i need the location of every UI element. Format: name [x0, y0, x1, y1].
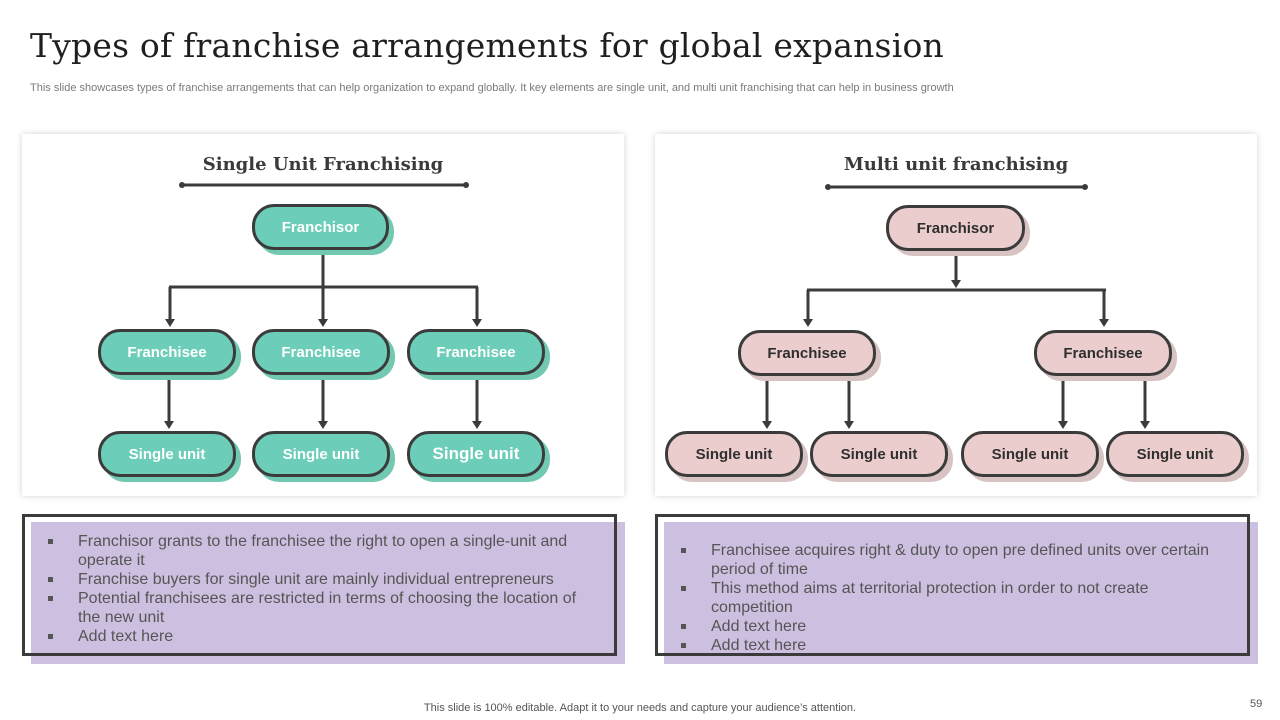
franchisee-node: Franchisee	[407, 329, 545, 375]
single-unit-node: Single unit	[1106, 431, 1244, 477]
arrowhead-unit-1	[164, 421, 174, 429]
description-frame	[655, 514, 1250, 656]
franchisee-node: Franchisee	[1034, 330, 1172, 376]
single-unit-node: Single unit	[407, 431, 545, 477]
description-fill	[664, 522, 1258, 664]
slide-subtitle: This slide showcases types of franchise …	[30, 82, 954, 94]
list-item: Potential franchisees are restricted in …	[42, 589, 599, 627]
arrowhead-2	[318, 319, 328, 327]
single-unit-points: Franchisor grants to the franchisee the …	[42, 532, 599, 646]
multi-unit-connectors	[762, 184, 1150, 429]
single-unit-node: Single unit	[810, 431, 948, 477]
arrowhead-1	[165, 319, 175, 327]
arrowhead-unit-3	[472, 421, 482, 429]
franchisor-node: Franchisor	[886, 205, 1025, 251]
multi-unit-description: Franchisee acquires right & duty to open…	[655, 514, 1258, 664]
arrowhead-unit-3	[1058, 421, 1068, 429]
arrowhead-1	[803, 319, 813, 327]
arrowhead-unit-2	[844, 421, 854, 429]
single-unit-heading: Single Unit Franchising	[202, 154, 444, 175]
franchisor-node: Franchisor	[252, 204, 389, 250]
arrowhead-unit-4	[1140, 421, 1150, 429]
underline-dot-right	[1082, 184, 1088, 190]
franchisee-node: Franchisee	[738, 330, 876, 376]
list-item: This method aims at territorial protecti…	[675, 579, 1232, 617]
arrowhead-unit-2	[318, 421, 328, 429]
list-item: Franchisee acquires right & duty to open…	[675, 541, 1232, 579]
multi-unit-panel: Multi unit franchising Franchisor Franch…	[655, 134, 1257, 496]
single-unit-node: Single unit	[665, 431, 803, 477]
multi-unit-heading: Multi unit franchising	[843, 154, 1069, 175]
description-frame	[22, 514, 617, 656]
page-number: 59	[1250, 698, 1263, 710]
single-unit-node: Single unit	[98, 431, 236, 477]
list-item: Franchisor grants to the franchisee the …	[42, 532, 599, 570]
list-item: Add text here	[675, 617, 1232, 636]
underline-dot-right	[463, 182, 469, 188]
underline-dot-left	[825, 184, 831, 190]
franchisee-node: Franchisee	[252, 329, 390, 375]
arrowhead-2	[1099, 319, 1109, 327]
arrowhead-3	[472, 319, 482, 327]
list-item: Franchise buyers for single unit are mai…	[42, 570, 599, 589]
arrowhead-stem	[951, 280, 961, 288]
list-item: Add text here	[42, 627, 599, 646]
franchisee-node: Franchisee	[98, 329, 236, 375]
multi-unit-points: Franchisee acquires right & duty to open…	[675, 541, 1232, 655]
slide-title: Types of franchise arrangements for glob…	[30, 26, 944, 65]
single-unit-node: Single unit	[961, 431, 1099, 477]
underline-dot-left	[179, 182, 185, 188]
list-item: Add text here	[675, 636, 1232, 655]
description-fill	[31, 522, 625, 664]
single-unit-panel: Single Unit Franchising Franchisor Franc…	[22, 134, 624, 496]
single-unit-node: Single unit	[252, 431, 390, 477]
single-unit-connectors	[164, 182, 482, 429]
single-unit-description: Franchisor grants to the franchisee the …	[22, 514, 625, 664]
slide-footer: This slide is 100% editable. Adapt it to…	[423, 702, 857, 714]
arrowhead-unit-1	[762, 421, 772, 429]
